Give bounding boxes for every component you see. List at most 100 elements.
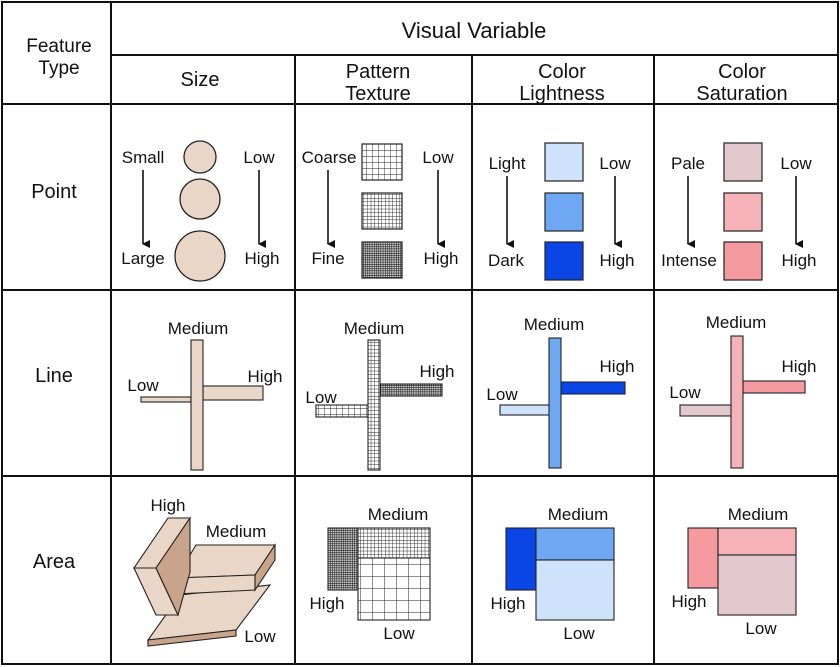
- line-size-cell: Medium Low High: [127, 319, 283, 471]
- point-fine-square: [361, 241, 403, 279]
- point-small-circle: [183, 140, 217, 174]
- point-lightness-dark-label: Dark: [488, 251, 524, 270]
- line-texture-low-label: Low: [305, 388, 337, 407]
- column-header-lightness-line2: Lightness: [519, 83, 605, 105]
- point-lightness-high-label: High: [600, 251, 635, 270]
- area-lightness-low-label: Low: [563, 624, 595, 643]
- point-intense-square: [723, 241, 763, 281]
- area-saturation-high-rect: [687, 527, 719, 589]
- area-saturation-medium-rect: [717, 527, 797, 556]
- point-large-circle: [174, 230, 226, 282]
- area-texture-high-rect: [327, 527, 359, 591]
- area-texture-low-rect: [357, 557, 431, 621]
- point-size-high-label: High: [245, 249, 280, 268]
- line-saturation-medium-label: Medium: [706, 313, 766, 332]
- column-header-size: Size: [181, 69, 220, 91]
- point-mid-sat-square: [723, 192, 763, 232]
- area-saturation-medium-label: Medium: [728, 505, 788, 524]
- line-lightness-low-label: Low: [486, 385, 518, 404]
- line-saturation-cell: Medium Low High: [669, 313, 817, 469]
- line-size-high-bar: [202, 385, 264, 401]
- line-saturation-high-label: High: [782, 357, 817, 376]
- line-saturation-low-bar: [679, 404, 733, 417]
- row-label-area: Area: [33, 551, 76, 573]
- column-header-saturation-line1: Color: [718, 61, 766, 83]
- point-saturation-pale-label: Pale: [671, 154, 705, 173]
- area-saturation-cell: Medium High Low: [672, 505, 797, 638]
- line-texture-cell: Medium Low High: [305, 319, 455, 471]
- line-lightness-high-bar: [560, 381, 626, 395]
- line-texture-low-bar: [315, 404, 369, 418]
- point-texture-low-label: Low: [422, 148, 454, 167]
- area-size-cell: High Medium Low: [132, 496, 276, 647]
- point-light-square: [544, 142, 584, 182]
- visual-variable-header: Visual Variable: [402, 18, 547, 43]
- point-lightness-low-label: Low: [599, 154, 631, 173]
- line-saturation-medium-bar: [730, 335, 744, 469]
- line-size-medium-bar: [190, 339, 204, 471]
- row-label-point: Point: [31, 181, 77, 203]
- point-size-large-label: Large: [121, 249, 164, 268]
- point-pale-square: [723, 142, 763, 182]
- area-texture-cell: Medium High Low: [310, 505, 431, 643]
- point-size-small-label: Small: [122, 148, 165, 167]
- area-lightness-low-rect: [535, 559, 615, 621]
- area-size-medium-block-side: [254, 543, 276, 592]
- line-size-low-bar: [140, 396, 192, 403]
- line-lightness-medium-bar: [548, 337, 562, 469]
- area-size-high-label: High: [151, 496, 186, 515]
- point-lightness-cell: Light Dark Low High: [488, 142, 635, 281]
- line-lightness-cell: Medium Low High: [486, 315, 635, 469]
- area-texture-medium-label: Medium: [368, 505, 428, 524]
- line-lightness-high-label: High: [600, 357, 635, 376]
- area-saturation-low-label: Low: [745, 619, 777, 638]
- feature-type-header-line1: Feature: [26, 36, 91, 57]
- line-texture-high-bar: [379, 383, 443, 397]
- line-size-medium-label: Medium: [168, 319, 228, 338]
- point-lightness-light-label: Light: [489, 154, 526, 173]
- row-label-line: Line: [35, 365, 73, 387]
- line-saturation-low-label: Low: [669, 383, 701, 402]
- point-size-low-label: Low: [243, 148, 275, 167]
- area-size-medium-label: Medium: [206, 522, 266, 541]
- area-size-low-label: Low: [244, 627, 276, 646]
- point-size-cell: Small Large Low High: [121, 140, 280, 282]
- point-saturation-low-label: Low: [780, 154, 812, 173]
- point-texture-high-label: High: [424, 249, 459, 268]
- point-dark-square: [544, 241, 584, 281]
- point-saturation-high-label: High: [782, 251, 817, 270]
- line-lightness-low-bar: [499, 404, 551, 416]
- point-texture-fine-label: Fine: [311, 249, 344, 268]
- point-medium-circle: [179, 178, 221, 220]
- line-saturation-high-bar: [742, 380, 806, 394]
- area-texture-medium-rect: [357, 527, 431, 559]
- line-texture-medium-bar: [367, 339, 381, 471]
- column-header-saturation-line2: Saturation: [696, 83, 787, 105]
- area-lightness-medium-rect: [535, 527, 615, 561]
- line-texture-high-label: High: [420, 362, 455, 381]
- area-saturation-high-label: High: [672, 592, 707, 611]
- area-size-low-slab-side: [147, 629, 237, 647]
- column-header-texture-line2: Texture: [345, 83, 411, 105]
- area-saturation-low-rect: [717, 554, 797, 616]
- line-size-high-label: High: [248, 367, 283, 386]
- line-size-low-label: Low: [127, 376, 159, 395]
- area-lightness-cell: Medium High Low: [491, 505, 615, 643]
- column-header-texture-line1: Pattern: [346, 61, 410, 83]
- line-texture-medium-label: Medium: [344, 319, 404, 338]
- point-texture-coarse-label: Coarse: [302, 148, 357, 167]
- point-medium-square: [361, 192, 403, 230]
- area-lightness-medium-label: Medium: [548, 505, 608, 524]
- point-saturation-intense-label: Intense: [661, 251, 717, 270]
- point-saturation-cell: Pale Intense Low High: [661, 142, 817, 281]
- feature-type-header-line2: Type: [38, 58, 79, 79]
- area-texture-low-label: Low: [383, 624, 415, 643]
- area-lightness-high-rect: [505, 527, 537, 591]
- area-texture-high-label: High: [310, 594, 345, 613]
- area-size-high-block-side: [155, 516, 191, 617]
- column-header-lightness-line1: Color: [538, 61, 586, 83]
- point-coarse-square: [361, 143, 403, 181]
